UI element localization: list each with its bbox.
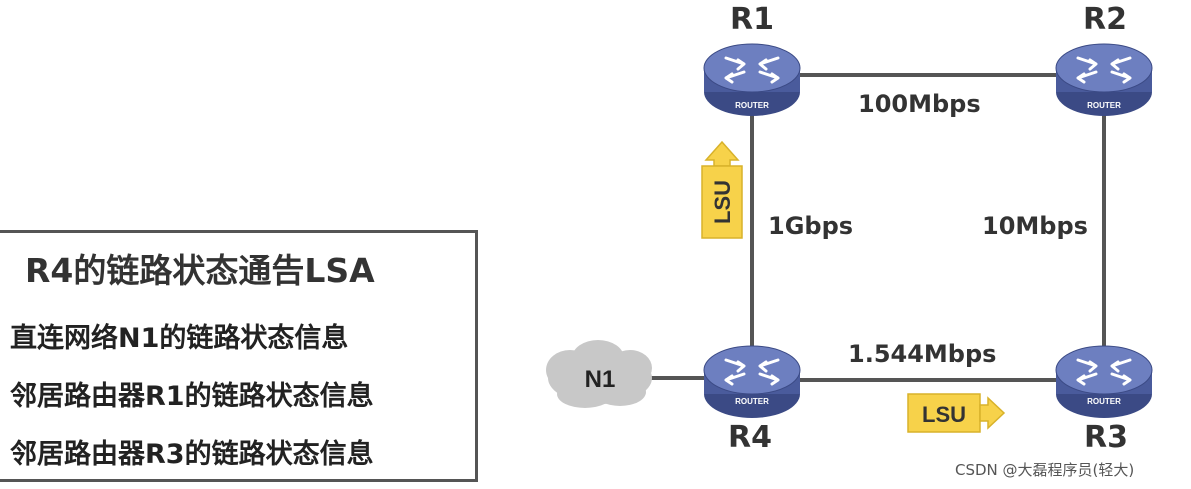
router-r4-icon: [702, 344, 802, 420]
lsu-vertical-label: LSU: [710, 180, 735, 224]
cloud-icon: [546, 340, 652, 408]
lsu-horizontal-label: LSU: [922, 402, 966, 427]
router-r2-badge: ROUTER: [1087, 101, 1121, 110]
lsa-item-r3: 邻居路由器R3的链路状态信息: [10, 439, 374, 470]
router-r4-badge: ROUTER: [735, 397, 769, 406]
lsa-item-r1: 邻居路由器R1的链路状态信息: [10, 381, 374, 412]
lsu-up-arrow-icon: [701, 140, 743, 239]
link-r4-r3-speed: 1.544Mbps: [848, 340, 997, 368]
link-r1-r4-speed: 1Gbps: [768, 212, 854, 240]
link-r1-r2-speed: 100Mbps: [858, 90, 981, 118]
router-r2-name: R2: [1083, 2, 1127, 37]
network-n1-label: N1: [585, 366, 616, 393]
router-r1-badge: ROUTER: [735, 101, 769, 110]
router-r3-icon: [1054, 344, 1154, 420]
router-r4-name: R4: [728, 420, 772, 455]
lsu-right-arrow-icon: [907, 393, 1006, 433]
lsa-panel-title: R4的链路状态通告LSA: [25, 251, 375, 290]
lsa-panel: [0, 230, 478, 482]
link-r2-r3-speed: 10Mbps: [982, 212, 1088, 240]
router-r3-name: R3: [1084, 420, 1128, 455]
router-r3-badge: ROUTER: [1087, 397, 1121, 406]
router-r1-name: R1: [730, 2, 774, 37]
watermark: CSDN @大磊程序员(轻大): [955, 461, 1135, 479]
lsa-item-n1: 直连网络N1的链路状态信息: [10, 323, 349, 354]
